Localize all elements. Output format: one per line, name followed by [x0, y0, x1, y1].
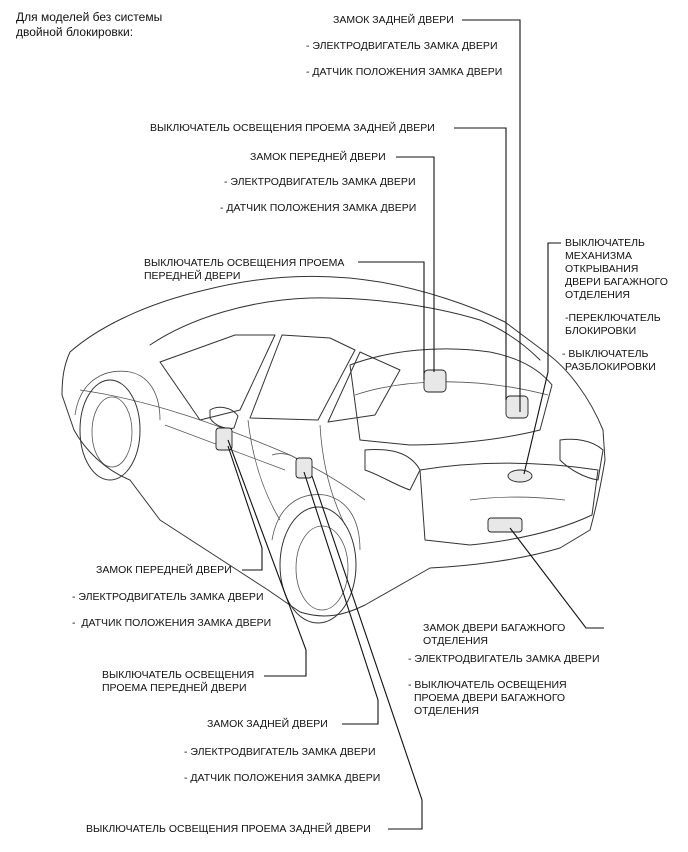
label-rear-sensor-top: - ДАТЧИК ПОЛОЖЕНИЯ ЗАМКА ДВЕРИ: [306, 66, 503, 78]
header-line-2: двойной блокировки:: [16, 25, 134, 39]
leader-front-courtesy-top: [358, 261, 425, 380]
label-front-lock-bottom: ЗАМОК ПЕРЕДНЕЙ ДВЕРИ: [96, 564, 232, 576]
label-opener-1: ВЫКЛЮЧАТЕЛЬ: [565, 237, 645, 249]
leader-rear-courtesy-bottom: [311, 475, 423, 830]
label-front-courtesy-top-2: ПЕРЕДНЕЙ ДВЕРИ: [144, 270, 241, 282]
label-rear-courtesy-bottom: ВЫКЛЮЧАТЕЛЬ ОСВЕЩЕНИЯ ПРОЕМА ЗАДНЕЙ ДВЕР…: [86, 823, 371, 835]
label-front-sensor-top: - ДАТЧИК ПОЛОЖЕНИЯ ЗАМКА ДВЕРИ: [220, 202, 417, 214]
label-front-motor-bottom: - ЭЛЕКТРОДВИГАТЕЛЬ ЗАМКА ДВЕРИ: [72, 591, 264, 603]
label-trunk-motor: - ЭЛЕКТРОДВИГАТЕЛЬ ЗАМКА ДВЕРИ: [408, 653, 600, 665]
label-rear-motor-bottom: - ЭЛЕКТРОДВИГАТЕЛЬ ЗАМКА ДВЕРИ: [184, 746, 376, 758]
label-rear-motor-top: - ЭЛЕКТРОДВИГАТЕЛЬ ЗАМКА ДВЕРИ: [306, 40, 498, 52]
label-trunk-courtesy-3: ОТДЕЛЕНИЯ: [414, 705, 479, 717]
label-unlock-switch-1: - ВЫКЛЮЧАТЕЛЬ: [562, 348, 649, 360]
leader-opener: [523, 242, 561, 475]
label-front-lock-top: ЗАМОК ПЕРЕДНЕЙ ДВЕРИ: [250, 151, 386, 163]
trunk-lock-part: [487, 517, 523, 533]
rear-lock-part-right: [505, 395, 529, 419]
label-opener-2: МЕХАНИЗМА: [565, 250, 632, 262]
leader-trunk-lock: [509, 527, 604, 629]
rear-door-lock-part: [295, 457, 313, 479]
label-opener-5: ОТДЕЛЕНИЯ: [565, 289, 630, 301]
label-rear-courtesy-top: ВЫКЛЮЧАТЕЛЬ ОСВЕЩЕНИЯ ПРОЕМА ЗАДНЕЙ ДВЕР…: [150, 122, 435, 134]
label-trunk-lock-2: ОТДЕЛЕНИЯ: [423, 635, 488, 647]
label-unlock-switch-2: РАЗБЛОКИРОВКИ: [565, 361, 656, 373]
header-line-1: Для моделей без системы: [16, 10, 163, 24]
leader-rear-lock-top: [462, 19, 521, 412]
trunk-opener-part: [507, 469, 533, 483]
label-trunk-lock-1: ЗАМОК ДВЕРИ БАГАЖНОГО: [423, 622, 566, 634]
component-parts: [215, 369, 533, 533]
leader-rear-courtesy-top: [454, 127, 507, 400]
label-rear-lock-top: ЗАМОК ЗАДНЕЙ ДВЕРИ: [333, 14, 454, 26]
leader-rear-lock-bottom: [303, 471, 379, 725]
leader-lines: [227, 19, 604, 830]
label-opener-3: ОТКРЫВАНИЯ: [565, 263, 639, 275]
label-trunk-courtesy-2: ПРОЕМА ДВЕРИ БАГАЖНОГО: [414, 692, 566, 704]
label-front-motor-top: - ЭЛЕКТРОДВИГАТЕЛЬ ЗАМКА ДВЕРИ: [224, 176, 416, 188]
leader-front-lock-bottom: [227, 445, 263, 571]
label-rear-sensor-bottom: - ДАТЧИК ПОЛОЖЕНИЯ ЗАМКА ДВЕРИ: [184, 772, 381, 784]
label-lock-switch-2: БЛОКИРОВКИ: [565, 325, 637, 337]
rear-lock-part-top: [423, 369, 447, 393]
label-front-courtesy-bottom-2: ПРОЕМА ПЕРЕДНЕЙ ДВЕРИ: [102, 682, 247, 694]
label-opener-4: ДВЕРИ БАГАЖНОГО: [565, 276, 668, 288]
leader-front-courtesy-bottom: [227, 439, 307, 677]
label-lock-switch-1: -ПЕРЕКЛЮЧАТЕЛЬ: [565, 312, 661, 324]
label-front-courtesy-top-1: ВЫКЛЮЧАТЕЛЬ ОСВЕЩЕНИЯ ПРОЕМА: [144, 257, 345, 269]
label-front-sensor-bottom: - ДАТЧИК ПОЛОЖЕНИЯ ЗАМКА ДВЕРИ: [72, 617, 272, 629]
label-rear-lock-bottom: ЗАМОК ЗАДНЕЙ ДВЕРИ: [207, 718, 328, 730]
label-front-courtesy-bottom-1: ВЫКЛЮЧАТЕЛЬ ОСВЕЩЕНИЯ: [102, 669, 255, 681]
label-trunk-courtesy-1: - ВЫКЛЮЧАТЕЛЬ ОСВЕЩЕНИЯ: [408, 679, 567, 691]
leader-front-lock-top: [396, 156, 435, 372]
front-lock-part: [215, 427, 233, 451]
